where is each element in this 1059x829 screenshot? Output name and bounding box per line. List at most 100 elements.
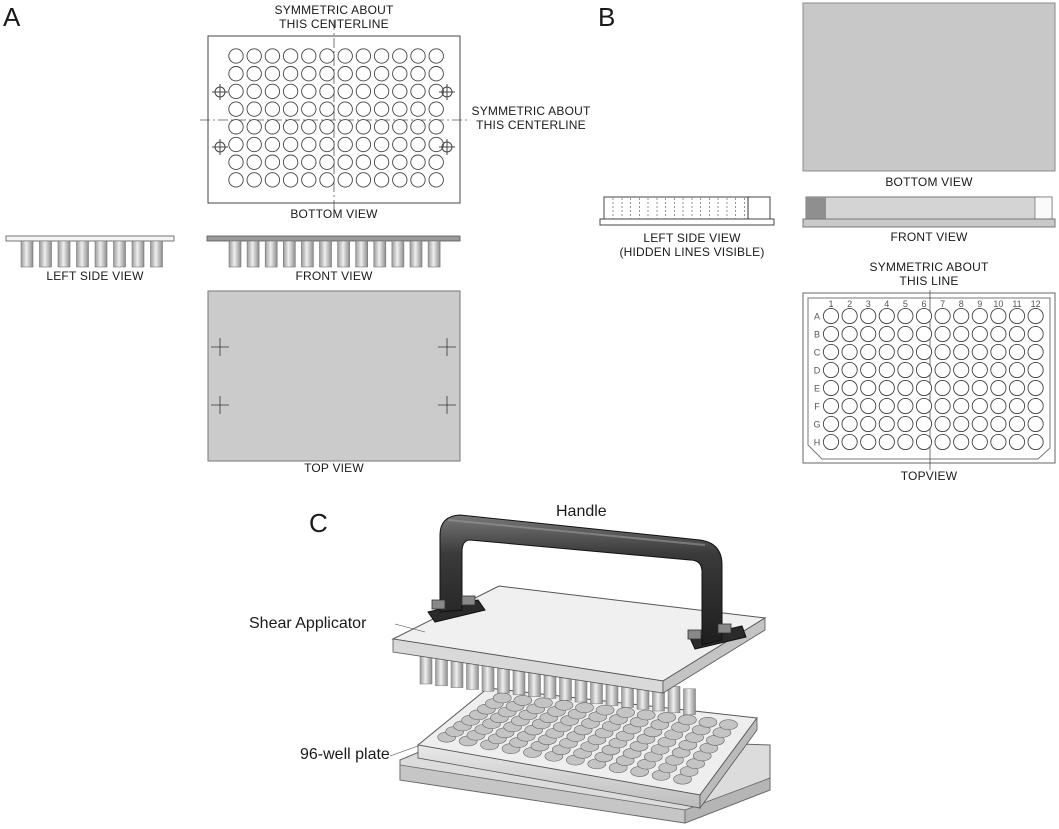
b-well — [878, 361, 895, 379]
c-well — [554, 699, 574, 711]
b-well — [841, 307, 858, 325]
c-well — [492, 692, 512, 704]
b-well — [841, 397, 858, 415]
a-well — [246, 101, 262, 117]
b-row-label: E — [814, 384, 820, 394]
panel-label-a: A — [3, 2, 21, 32]
b-well — [1008, 307, 1026, 325]
b-well — [878, 343, 895, 361]
b-well — [1008, 397, 1026, 415]
a-well — [246, 83, 262, 100]
peg — [264, 240, 278, 268]
b-well — [915, 379, 933, 397]
a-well — [246, 136, 262, 153]
a-well — [301, 119, 317, 135]
b-well — [953, 433, 970, 451]
peg — [391, 240, 405, 268]
a-well — [355, 154, 372, 170]
a-well — [410, 136, 426, 153]
a-well — [282, 136, 299, 153]
a-centerline-vertical-line1: SYMMETRIC ABOUT — [274, 3, 394, 17]
b-row-label: D — [814, 366, 821, 376]
b-well — [841, 415, 858, 433]
b-well — [841, 379, 858, 397]
b-well — [971, 343, 988, 361]
c-plate-label: 96-well plate — [300, 746, 390, 763]
a-well — [428, 172, 444, 188]
a-bottom-view — [200, 20, 470, 215]
b-well — [953, 307, 970, 325]
b-well — [1008, 343, 1026, 361]
a-well — [228, 101, 244, 117]
b-well — [990, 325, 1007, 343]
b-column-label: 9 — [977, 299, 982, 309]
b-bottom-view-caption: BOTTOM VIEW — [885, 175, 973, 189]
a-well — [373, 66, 390, 82]
b-column-label: 1 — [828, 299, 833, 309]
c-well — [616, 707, 635, 718]
b-well — [878, 397, 895, 415]
b-row-label: A — [814, 312, 820, 322]
b-well — [860, 325, 877, 343]
peg — [150, 240, 163, 268]
a-well — [355, 101, 372, 117]
panel-label-c: C — [309, 508, 328, 538]
b-well — [897, 415, 914, 433]
b-top-view-caption: TOPVIEW — [900, 469, 958, 483]
a-well — [282, 154, 299, 170]
c-peg — [667, 686, 681, 714]
b-well — [934, 307, 951, 325]
b-column-label: 3 — [866, 299, 871, 309]
a-well — [428, 136, 444, 153]
b-well-grid — [822, 307, 1044, 451]
c-handle-label: Handle — [556, 503, 607, 520]
a-well — [392, 101, 408, 117]
peg — [94, 240, 108, 268]
b-well — [934, 325, 951, 343]
a-well — [355, 83, 372, 100]
peg — [355, 240, 369, 268]
a-well — [264, 101, 281, 117]
b-well — [860, 379, 877, 397]
a-well — [282, 83, 299, 100]
b-well — [971, 361, 988, 379]
a-well — [410, 83, 426, 100]
peg — [131, 240, 145, 268]
a-well — [373, 119, 390, 135]
b-well — [953, 343, 970, 361]
b-well — [860, 361, 877, 379]
b-symmetric-note: SYMMETRIC ABOUT THIS LINE — [862, 260, 996, 288]
c-shear-applicator-label: Shear Applicator — [249, 615, 367, 632]
a-well — [228, 119, 244, 135]
peg — [57, 240, 71, 268]
peg — [39, 240, 52, 268]
b-well — [822, 307, 840, 325]
a-well — [337, 48, 353, 64]
a-well — [301, 48, 317, 64]
b-well — [860, 433, 877, 451]
b-left-side-view-line1: LEFT SIDE VIEW — [643, 231, 741, 245]
a-well — [282, 48, 299, 64]
b-well — [1027, 361, 1044, 379]
a-well — [355, 136, 372, 153]
a-well — [319, 154, 335, 170]
a-well — [246, 119, 262, 135]
a-well — [337, 136, 353, 153]
b-well — [878, 433, 895, 451]
peg — [427, 240, 441, 268]
a-well — [392, 172, 408, 188]
a-centerline-horizontal-line2: THIS CENTERLINE — [476, 118, 586, 132]
b-well — [915, 325, 933, 343]
b-symmetric-line2: THIS LINE — [899, 274, 959, 288]
b-well — [990, 379, 1007, 397]
b-well — [841, 343, 858, 361]
b-well — [822, 325, 840, 343]
a-well — [228, 83, 244, 100]
b-column-label: 6 — [921, 299, 926, 309]
peg — [282, 240, 296, 268]
b-well — [915, 415, 933, 433]
a-well — [337, 119, 353, 135]
